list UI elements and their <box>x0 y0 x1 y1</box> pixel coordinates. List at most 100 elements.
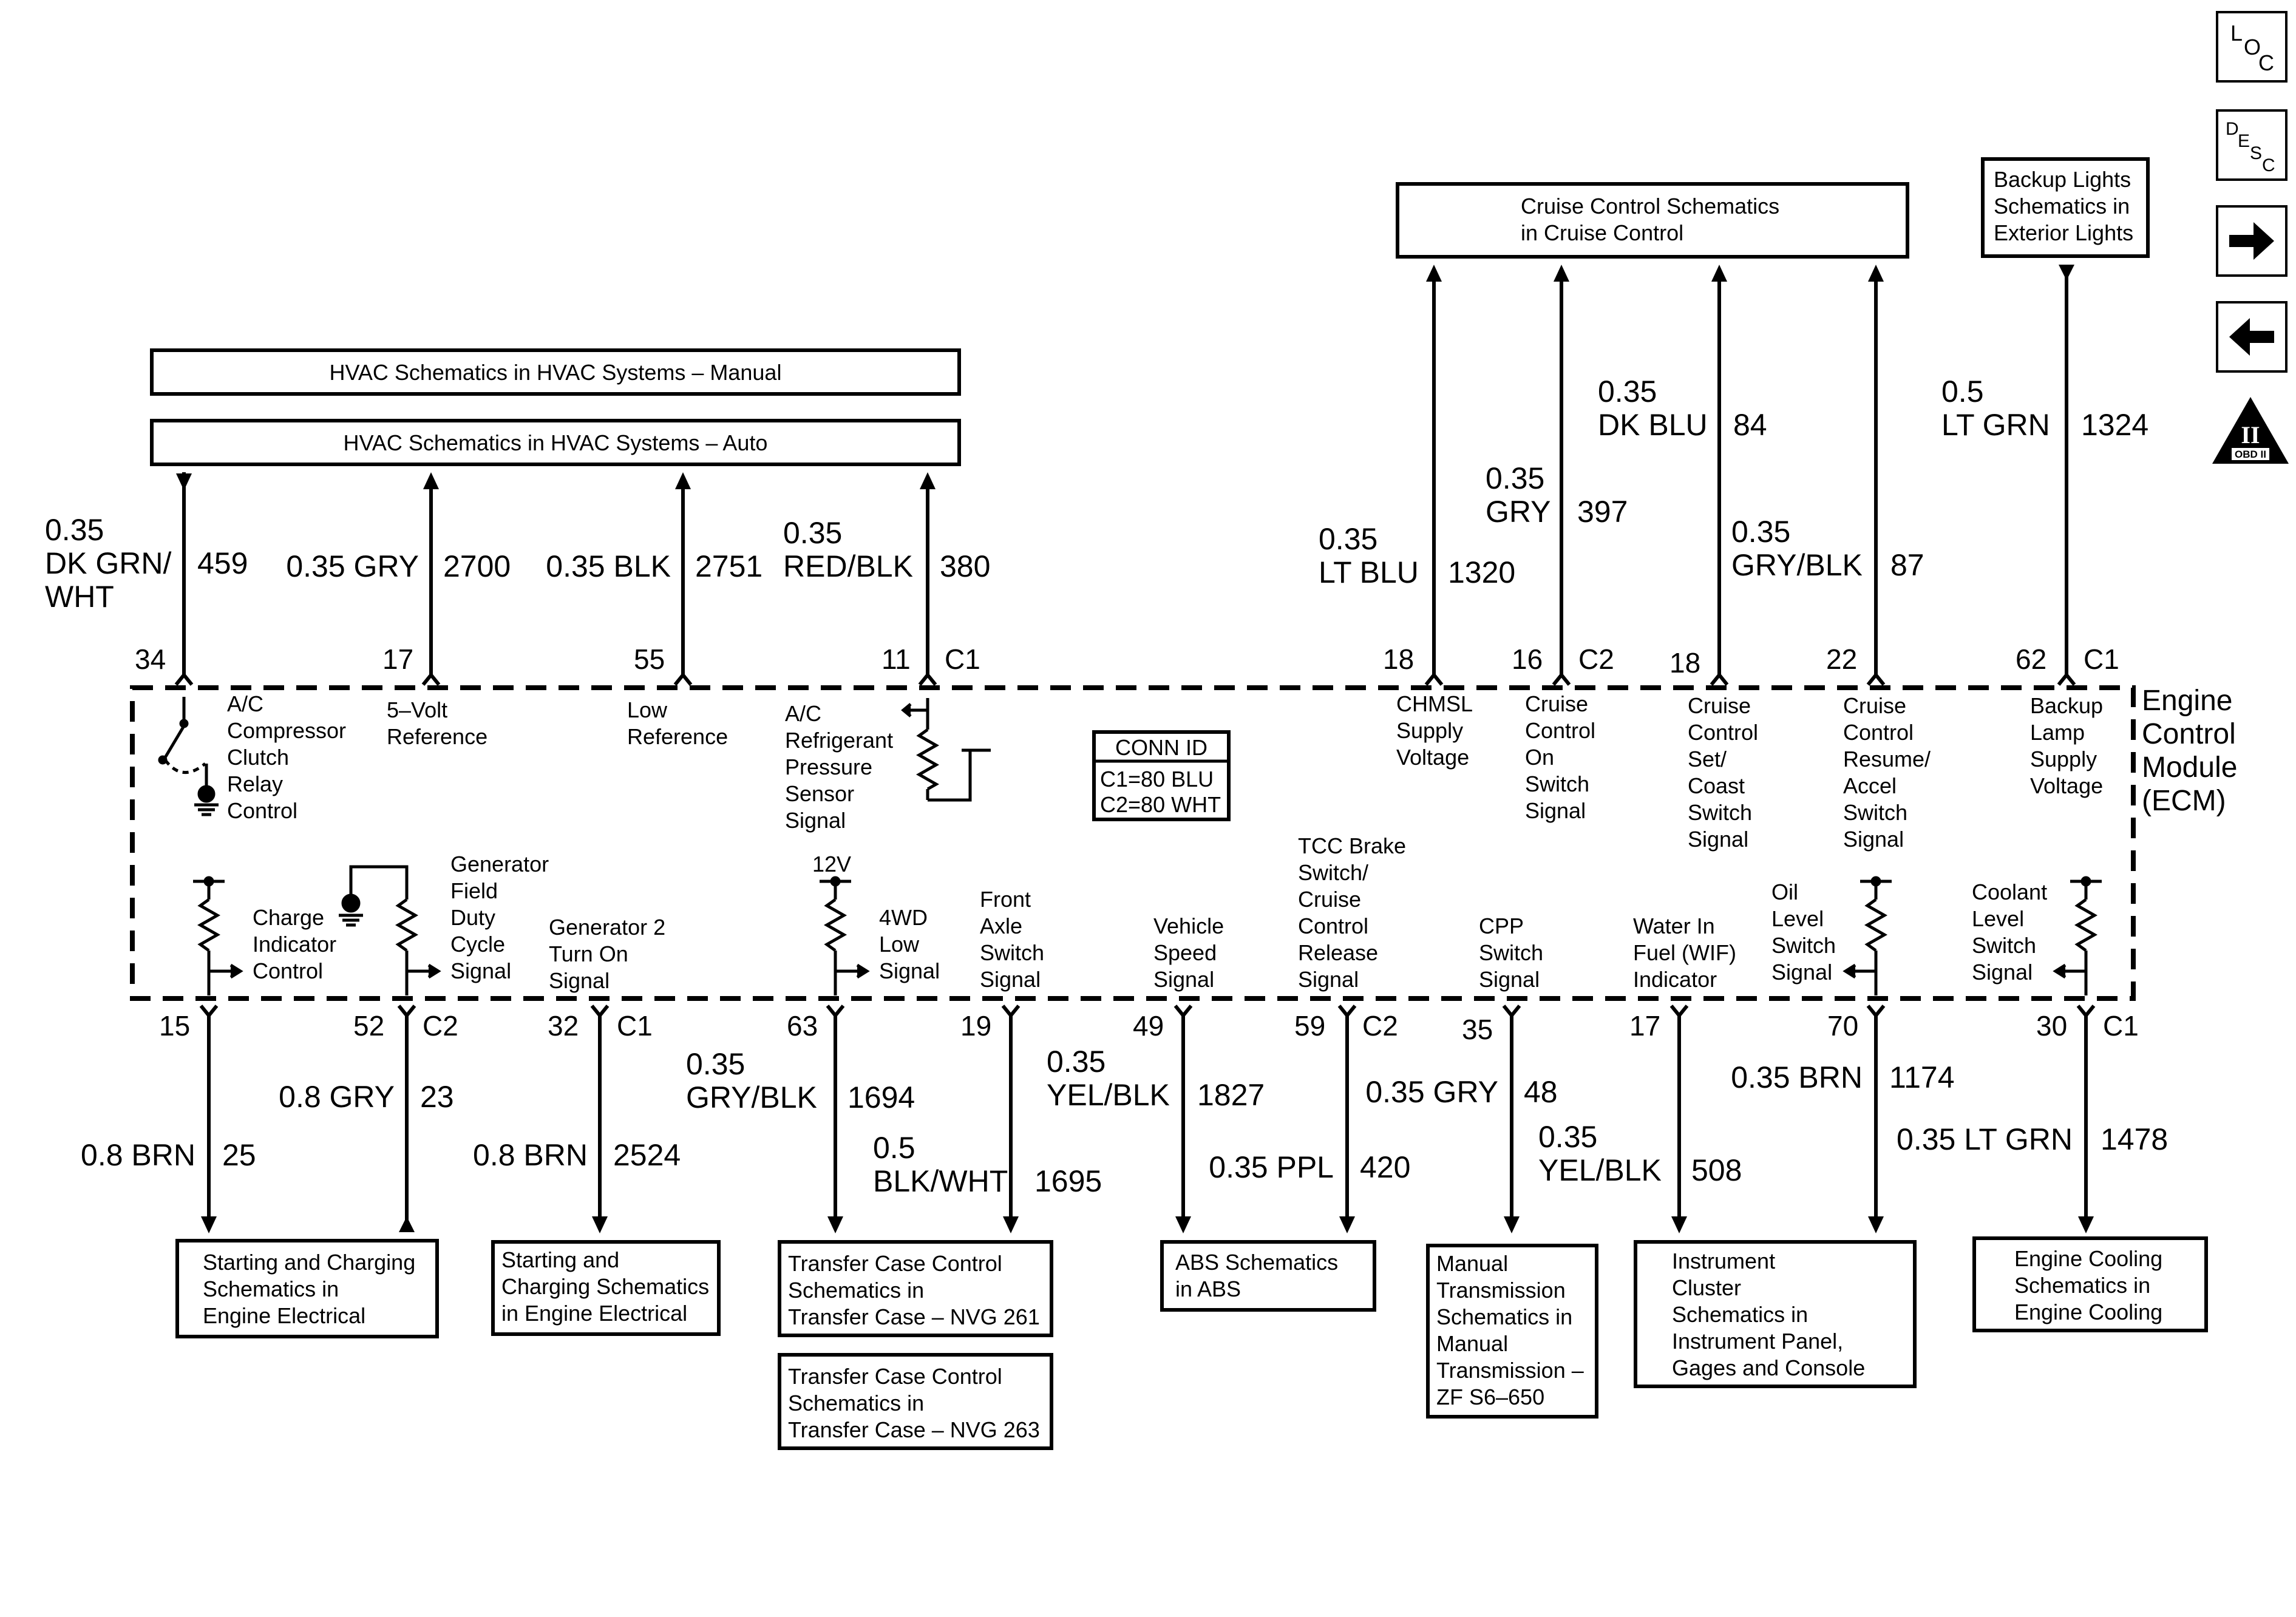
wire-397-arrow <box>1554 265 1569 282</box>
next-page-button[interactable] <box>2216 205 2288 277</box>
wire-1320-gauge-1: 0.35 <box>1319 522 1377 556</box>
previous-page-button[interactable] <box>2216 301 2288 373</box>
transfer-case-nvg263-box[interactable]: Transfer Case Control Schematics in Tran… <box>778 1353 1053 1450</box>
wire-2751-circuit: 2751 <box>695 549 763 583</box>
func-508-3: Indicator <box>1633 967 1717 992</box>
wire-1827-gauge-2: YEL/BLK <box>1047 1078 1170 1112</box>
func-380-5: Signal <box>785 808 846 833</box>
func-1324-2: Lamp <box>2030 720 2085 745</box>
wire-48-circuit: 48 <box>1524 1075 1558 1109</box>
connector-c2-bottom-left: C2 <box>423 1010 458 1042</box>
engine-cooling-line-2: Schematics in <box>2014 1273 2150 1298</box>
func-1694-1: 4WD <box>879 905 928 930</box>
func-2700-1: 5–Volt <box>387 697 447 722</box>
ac-relay-switch-icon <box>158 697 219 816</box>
func-1174-1: Oil <box>1771 880 1798 904</box>
func-1695-4: Signal <box>980 967 1041 992</box>
generator-field-resistor-icon <box>339 865 441 995</box>
hvac-manual-box-line: HVAC Schematics in HVAC Systems – Manual <box>330 360 782 385</box>
func-420-3: Cruise <box>1298 887 1361 912</box>
wire-1324-arrow <box>2059 265 2074 280</box>
pin-18-chmsl: 18 <box>1383 643 1414 675</box>
func-397-5: Signal <box>1525 798 1586 823</box>
func-1694-2: Low <box>879 932 920 957</box>
transfer-case-nvg263-line-3: Transfer Case – NVG 263 <box>788 1417 1040 1442</box>
connector-c2-top: C2 <box>1578 643 1614 675</box>
wire-1320-gauge-2: LT BLU <box>1319 555 1419 589</box>
wire-1478-gauge: 0.35 LT GRN <box>1897 1122 2073 1156</box>
wire-1695-gauge-2: BLK/WHT <box>873 1164 1008 1198</box>
starting-charging-box-1[interactable]: Starting and Charging Schematics in Engi… <box>175 1239 439 1338</box>
engine-cooling-box[interactable]: Engine Cooling Schematics in Engine Cool… <box>1972 1236 2208 1332</box>
transfer-case-nvg261-box[interactable]: Transfer Case Control Schematics in Tran… <box>778 1240 1053 1337</box>
wire-2524-arrow <box>592 1216 608 1233</box>
pin-17: 17 <box>382 643 413 675</box>
pin-49: 49 <box>1133 1010 1164 1042</box>
wire-2700-arrow <box>423 472 439 489</box>
pin-52: 52 <box>353 1010 384 1042</box>
obd-ii-triangle-icon <box>2212 397 2289 464</box>
func-1320-3: Voltage <box>1396 745 1469 770</box>
func-380-1: A/C <box>785 701 821 726</box>
backup-box-line-1: Backup Lights <box>1994 167 2131 192</box>
pin-22: 22 <box>1826 643 1857 675</box>
func-2751-1: Low <box>627 697 668 722</box>
wire-380-circuit: 380 <box>940 549 990 583</box>
wire-397-circuit: 397 <box>1577 495 1628 529</box>
wire-459-circuit: 459 <box>197 546 248 580</box>
pin-34: 34 <box>135 643 166 675</box>
obd-ii-badge[interactable]: II OBD II <box>2210 395 2291 467</box>
wire-1324-gauge-2: LT GRN <box>1941 408 2050 442</box>
starting-charging-box-2-line-2: Charging Schematics <box>501 1274 709 1299</box>
abs-box[interactable]: ABS Schematics in ABS <box>1160 1240 1376 1312</box>
engine-cooling-line-1: Engine Cooling <box>2014 1246 2162 1271</box>
func-84-4: Coast <box>1688 773 1745 798</box>
conn-id-c2: C2=80 WHT <box>1100 792 1221 817</box>
func-23-2: Field <box>450 878 498 903</box>
left-arrow-icon <box>2229 318 2274 356</box>
right-arrow-icon <box>2229 222 2274 260</box>
starting-charging-box-2[interactable]: Starting and Charging Schematics in Engi… <box>491 1240 721 1336</box>
func-459-2: Compressor <box>227 718 346 743</box>
backup-lights-box[interactable]: Backup Lights Schematics in Exterior Lig… <box>1981 157 2150 258</box>
func-1695-3: Switch <box>980 940 1044 965</box>
wire-508-gauge-2: YEL/BLK <box>1538 1153 1662 1187</box>
wire-1324-gauge-1: 0.5 <box>1941 375 1984 408</box>
desc-letter-c: C <box>2262 155 2275 175</box>
func-87-6: Signal <box>1843 827 1904 852</box>
wire-2700-gauge: 0.35 GRY <box>286 549 419 583</box>
connector-c2-bottom-right: C2 <box>1362 1010 1398 1042</box>
func-1324-4: Voltage <box>2030 773 2103 798</box>
wire-459-arrow <box>176 473 192 490</box>
func-87-1: Cruise <box>1843 693 1906 718</box>
cruise-box-line-2: in Cruise Control <box>1521 220 1683 245</box>
func-508-1: Water In <box>1633 914 1715 938</box>
func-1174-2: Level <box>1771 906 1824 931</box>
manual-transmission-box[interactable]: Manual Transmission Schematics in Manual… <box>1426 1244 1598 1419</box>
ecm-boundary <box>130 685 2136 1001</box>
abs-box-line-2: in ABS <box>1175 1276 1241 1301</box>
func-48-1: CPP <box>1479 914 1524 938</box>
instrument-cluster-box[interactable]: Instrument Cluster Schematics in Instrum… <box>1634 1240 1917 1388</box>
func-1827-3: Signal <box>1153 967 1214 992</box>
func-1320-2: Supply <box>1396 718 1463 743</box>
wire-1320-circuit: 1320 <box>1448 555 1515 589</box>
wire-84-gauge-1: 0.35 <box>1598 375 1657 408</box>
loc-button[interactable]: L O C <box>2216 11 2288 83</box>
desc-letter-s: S <box>2250 143 2262 163</box>
manual-transmission-line-6: ZF S6–650 <box>1436 1385 1544 1409</box>
func-420-4: Control <box>1298 914 1368 938</box>
wire-23-arrow <box>399 1216 415 1232</box>
func-84-6: Signal <box>1688 827 1748 852</box>
func-420-1: TCC Brake <box>1298 833 1406 858</box>
ecm-internal-symbols <box>158 697 2102 995</box>
hvac-auto-box[interactable]: HVAC Schematics in HVAC Systems – Auto <box>150 419 961 466</box>
connector-c1-top-right: C1 <box>2084 643 2119 675</box>
hvac-manual-box[interactable]: HVAC Schematics in HVAC Systems – Manual <box>150 348 961 396</box>
func-2524-1: Generator 2 <box>549 915 665 940</box>
cruise-control-box[interactable]: Cruise Control Schematics in Cruise Cont… <box>1396 182 1909 259</box>
desc-button[interactable]: D E S C <box>2216 109 2288 181</box>
bottom-wires <box>199 1005 2096 1233</box>
func-1694-3: Signal <box>879 958 940 983</box>
